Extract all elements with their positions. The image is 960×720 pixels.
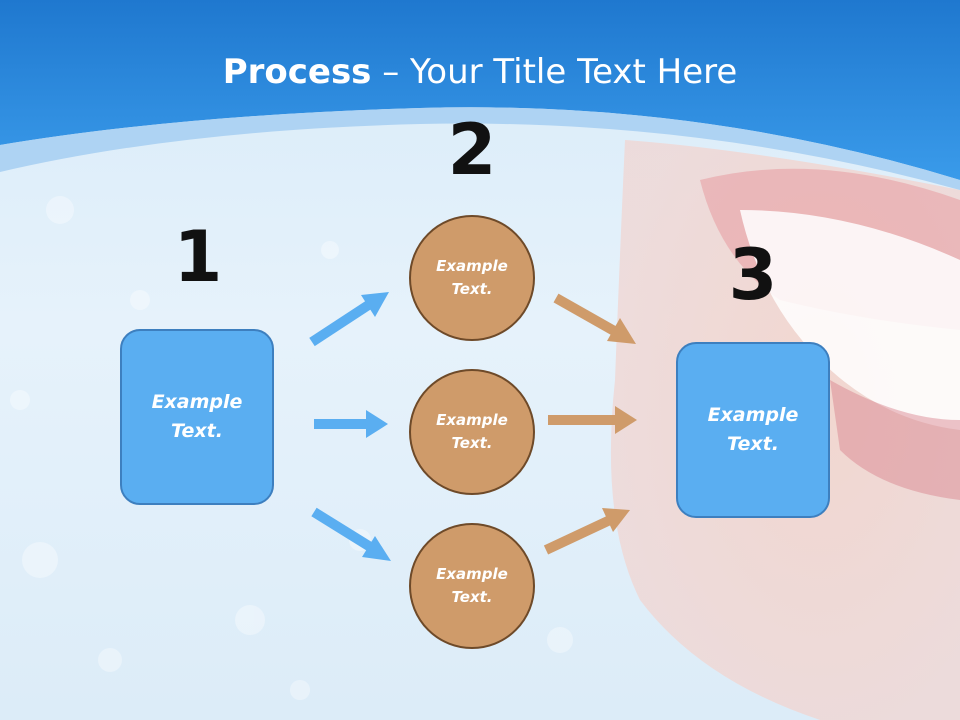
slide-title: Process – Your Title Text Here xyxy=(0,52,960,92)
step-number-2: 2 xyxy=(447,109,497,191)
step-1-box: Example Text. xyxy=(120,329,274,505)
step-number-1: 1 xyxy=(173,216,223,298)
circle-top: Example Text. xyxy=(409,215,535,341)
step-3-box: Example Text. xyxy=(676,342,830,518)
circle-bottom: Example Text. xyxy=(409,523,535,649)
circle-middle: Example Text. xyxy=(409,369,535,495)
step-number-3: 3 xyxy=(728,234,778,316)
title-rest: – Your Title Text Here xyxy=(371,52,738,92)
title-bold: Process xyxy=(222,52,372,92)
